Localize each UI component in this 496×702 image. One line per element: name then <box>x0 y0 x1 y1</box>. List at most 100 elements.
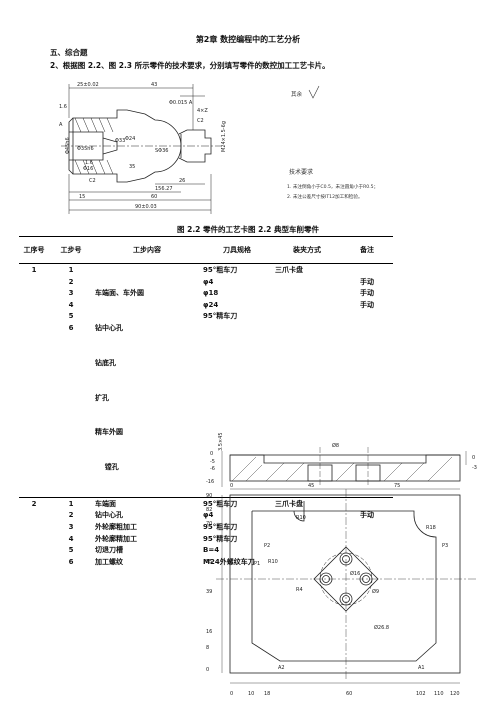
header-op: 工序号 <box>19 236 49 264</box>
svg-text:10: 10 <box>248 691 254 697</box>
tool-spec: 95°粗车刀 <box>203 523 238 532</box>
note <box>341 323 393 335</box>
table-row: 1 1 2 3 4 5 6 车端面、车外圆 钻中心孔 钻底孔 扩孔 精车外圆 镗… <box>19 263 393 498</box>
svg-text:R10: R10 <box>296 515 306 521</box>
svg-text:0: 0 <box>230 691 233 697</box>
svg-text:90: 90 <box>206 493 212 499</box>
task-instruction: 2、根据图 2.2、图 2.3 所示零件的技术要求，分别填写零件的数控加工工艺卡… <box>50 61 330 70</box>
svg-text:A: A <box>59 122 63 128</box>
svg-text:8: 8 <box>206 645 209 651</box>
svg-text:R10: R10 <box>268 559 278 565</box>
svg-text:0: 0 <box>230 483 233 489</box>
header-note: 备注 <box>341 236 393 264</box>
svg-text:3.5×45°: 3.5×45° <box>218 433 224 451</box>
svg-text:1.6: 1.6 <box>85 160 93 166</box>
step-content: 外轮廓精加工 <box>95 534 137 543</box>
header-content: 工步内容 <box>93 236 201 264</box>
note: 手动 <box>360 511 374 520</box>
tool-spec: B=4 <box>203 546 220 555</box>
svg-text:Φ35h6: Φ35h6 <box>77 146 94 152</box>
svg-text:Φ0.015 A: Φ0.015 A <box>169 100 193 106</box>
svg-text:0: 0 <box>210 451 213 457</box>
svg-text:0: 0 <box>206 667 209 673</box>
svg-text:102: 102 <box>416 691 426 697</box>
step-content: 车端面、车外圆 <box>95 289 144 298</box>
header-step: 工步号 <box>49 236 93 264</box>
step-number: 3 <box>68 289 74 298</box>
step-number: 3 <box>68 523 74 532</box>
svg-text:120: 120 <box>450 691 460 697</box>
tool-spec <box>203 323 273 335</box>
svg-text:Φ16: Φ16 <box>83 166 93 172</box>
step-number: 1 <box>68 266 74 274</box>
svg-text:A1: A1 <box>418 665 425 671</box>
svg-text:1. 未注倒角小于C0.5，未注圆角小于R0.5；: 1. 未注倒角小于C0.5，未注圆角小于R0.5； <box>287 183 378 190</box>
step-content: 钻底孔 <box>95 358 116 367</box>
svg-text:-3: -3 <box>472 465 477 471</box>
svg-text:82: 82 <box>206 507 212 513</box>
step-number: 5 <box>68 546 74 555</box>
svg-text:Ø9: Ø9 <box>372 588 379 595</box>
svg-text:25±0.02: 25±0.02 <box>77 82 99 88</box>
svg-text:-5: -5 <box>210 459 215 465</box>
table-row: 2 1 2 3 4 5 6 车端面 钻中心孔 外轮廓粗加工 外轮廓精加工 切退刀… <box>19 497 393 568</box>
step-content: 加工螺纹 <box>95 557 123 566</box>
svg-text:Φ33: Φ33 <box>115 138 125 144</box>
svg-text:Φ45h6: Φ45h6 <box>65 137 71 154</box>
svg-text:P3: P3 <box>442 543 448 549</box>
svg-text:26: 26 <box>179 178 185 184</box>
svg-text:43: 43 <box>151 82 157 88</box>
step-number: 6 <box>68 557 74 566</box>
plate-part-drawing: 0 -3 0 -5 -6 -16 Ø8 3.5×45° 0 45 75 90 8… <box>206 433 477 697</box>
svg-text:60: 60 <box>151 194 157 200</box>
svg-text:45: 45 <box>308 483 314 489</box>
chapter-title: 第2章 数控编程中的工艺分析 <box>195 35 301 44</box>
tool-spec: φ18 <box>203 289 219 298</box>
svg-text:Ø26.8: Ø26.8 <box>374 624 389 631</box>
svg-text:60: 60 <box>346 691 352 697</box>
step-content: 钻中心孔 <box>95 511 123 520</box>
svg-text:-6: -6 <box>210 466 215 472</box>
tool-spec: φ4 <box>203 277 214 286</box>
svg-text:R18: R18 <box>426 525 436 531</box>
svg-text:0: 0 <box>472 455 475 461</box>
svg-text:技术要求: 技术要求 <box>289 168 313 176</box>
figure-caption: 图 2.2 零件的工艺卡图 2.2 典型车削零件 <box>176 225 320 234</box>
svg-text:39: 39 <box>206 589 212 595</box>
step-content: 镗孔 <box>95 463 119 472</box>
tool-spec: 95°粗车刀 <box>203 499 238 508</box>
process-card-table: 工序号 工步号 工步内容 刀具规格 装夹方式 备注 1 1 2 3 4 5 6 … <box>19 236 393 568</box>
note: 手动 <box>360 300 374 309</box>
svg-text:Φ24: Φ24 <box>125 136 135 142</box>
svg-text:SΦ36: SΦ36 <box>155 148 168 154</box>
svg-text:110: 110 <box>434 691 444 697</box>
svg-text:M24×1.5-6g: M24×1.5-6g <box>221 121 227 152</box>
svg-text:16: 16 <box>206 629 212 635</box>
step-content: 切退刀槽 <box>95 546 123 555</box>
step-number: 6 <box>68 323 74 332</box>
svg-text:2. 未注公差尺寸按IT12加工和检验。: 2. 未注公差尺寸按IT12加工和检验。 <box>287 193 363 200</box>
tool-spec: φ4 <box>203 511 214 520</box>
svg-text:C2: C2 <box>89 178 96 184</box>
svg-text:4×Z: 4×Z <box>197 108 208 114</box>
tool-spec: 95°粗车刀 <box>203 266 238 274</box>
tool-spec: 95°精车刀 <box>203 312 238 321</box>
note <box>341 311 393 323</box>
note: 手动 <box>360 289 374 298</box>
svg-text:P2: P2 <box>264 543 270 549</box>
header-fixture: 装夹方式 <box>273 236 341 264</box>
step-number: 4 <box>68 300 74 309</box>
svg-text:其余: 其余 <box>291 90 303 98</box>
svg-text:A2: A2 <box>278 665 285 671</box>
tool-spec: M24外螺纹车刀 <box>203 557 255 566</box>
step-content: 车端面 <box>95 499 116 508</box>
step-content: 扩孔 <box>95 393 109 402</box>
svg-text:Ø16: Ø16 <box>350 570 360 577</box>
svg-text:Ø8: Ø8 <box>332 442 339 449</box>
svg-text:R4: R4 <box>296 587 303 593</box>
svg-text:C2: C2 <box>197 118 204 124</box>
step-content: 精车外圆 <box>95 428 123 437</box>
step-content: 钻中心孔 <box>95 323 123 332</box>
svg-text:35: 35 <box>129 164 135 170</box>
step-number: 5 <box>68 312 74 321</box>
